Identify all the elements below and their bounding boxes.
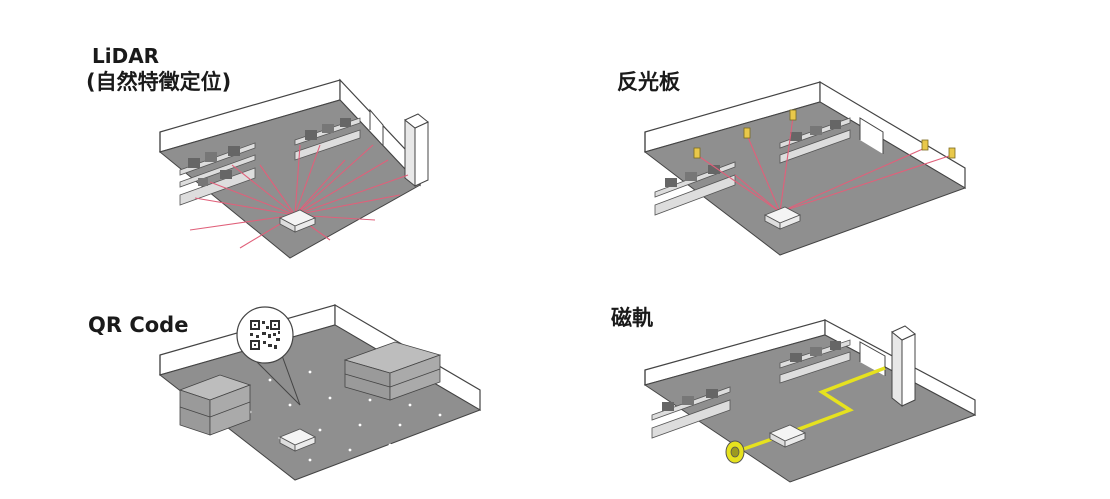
laser-beams xyxy=(189,144,409,249)
shelf-stack-left xyxy=(178,374,252,436)
magnetic-tape-path xyxy=(734,366,886,454)
tape-roll xyxy=(725,440,745,464)
pillar xyxy=(891,325,916,408)
lidar-title: LiDAR xyxy=(92,44,160,68)
robot xyxy=(763,206,802,230)
shelf-rack-left xyxy=(651,386,731,439)
lidar-subtitle: (自然特徵定位) xyxy=(86,70,232,94)
doorway xyxy=(859,117,884,154)
doorway xyxy=(369,108,384,145)
qr-code-warehouse-diagram xyxy=(158,303,482,481)
robot xyxy=(278,209,317,233)
magnetic-tape-title: 磁軌 xyxy=(611,306,653,330)
qr-code-title: QR Code xyxy=(88,313,189,337)
shelf-rack-back xyxy=(779,117,851,164)
shelf-rack-left xyxy=(654,161,736,216)
reflector-lines xyxy=(696,116,953,213)
reflector-title: 反光板 xyxy=(617,70,680,94)
shelf-rack-left xyxy=(179,142,256,206)
magnetic-tape-warehouse-diagram xyxy=(643,319,977,483)
shelf-rack-back xyxy=(779,339,851,384)
robot xyxy=(768,424,807,448)
reflector-warehouse-diagram xyxy=(643,80,967,256)
qr-code-icon xyxy=(250,320,280,350)
doorway xyxy=(859,341,886,376)
lidar-warehouse-diagram xyxy=(158,78,429,259)
room xyxy=(158,78,421,259)
reflector-markers xyxy=(693,109,956,159)
pillar xyxy=(404,113,429,188)
qr-callout xyxy=(236,306,301,406)
room xyxy=(643,80,967,256)
robot xyxy=(278,428,317,452)
shelf-stack-right xyxy=(343,341,442,401)
shelf-rack-back xyxy=(294,117,361,161)
